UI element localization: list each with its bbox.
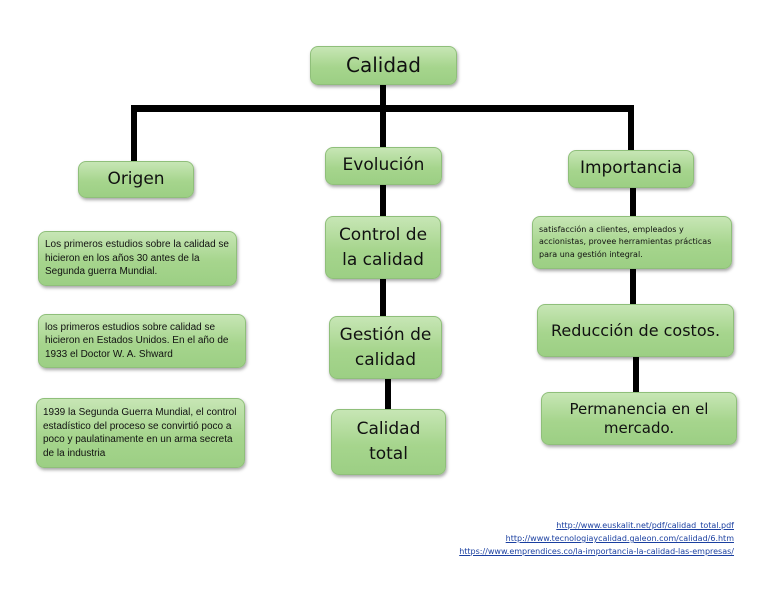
references-list: http://www.euskalit.net/pdf/calidad_tota… [459,519,734,558]
connector-evolucion-3 [385,379,391,411]
evolucion-item-gestion: Gestión de calidad [329,316,442,379]
importancia-item-permanencia: Permanencia en el mercado. [541,392,737,445]
evolucion-item-total: Calidad total [331,409,446,475]
origen-node: Origen [78,161,194,198]
connector-root-down [380,83,386,111]
connector-importancia-3 [633,357,639,393]
reference-link-tecnologiaycalidad[interactable]: http://www.tecnologiaycalidad.galeon.com… [505,534,734,543]
connector-origen-down [131,105,137,165]
evolucion-node: Evolución [325,147,442,185]
importancia-item-costos: Reducción de costos. [537,304,734,357]
connector-evolucion-1 [380,185,386,217]
reference-link-emprendices[interactable]: https://www.emprendices.co/la-importanci… [459,547,734,556]
connector-importancia-down [628,105,634,155]
origen-note-2: los primeros estudios sobre calidad se h… [38,314,246,368]
origen-note-1: Los primeros estudios sobre la calidad s… [38,231,237,286]
connector-importancia-1 [630,188,636,218]
importancia-item-satisfaccion: satisfacción a clientes, empleados y acc… [532,216,732,269]
origen-note-3: 1939 la Segunda Guerra Mundial, el contr… [36,398,245,468]
connector-importancia-2 [630,268,636,306]
connector-evolucion-down [380,105,386,150]
root-node: Calidad [310,46,457,85]
importancia-node: Importancia [568,150,694,188]
evolucion-item-control: Control de la calidad [325,216,441,279]
connector-evolucion-2 [380,278,386,318]
reference-link-euskalit[interactable]: http://www.euskalit.net/pdf/calidad_tota… [556,521,734,530]
